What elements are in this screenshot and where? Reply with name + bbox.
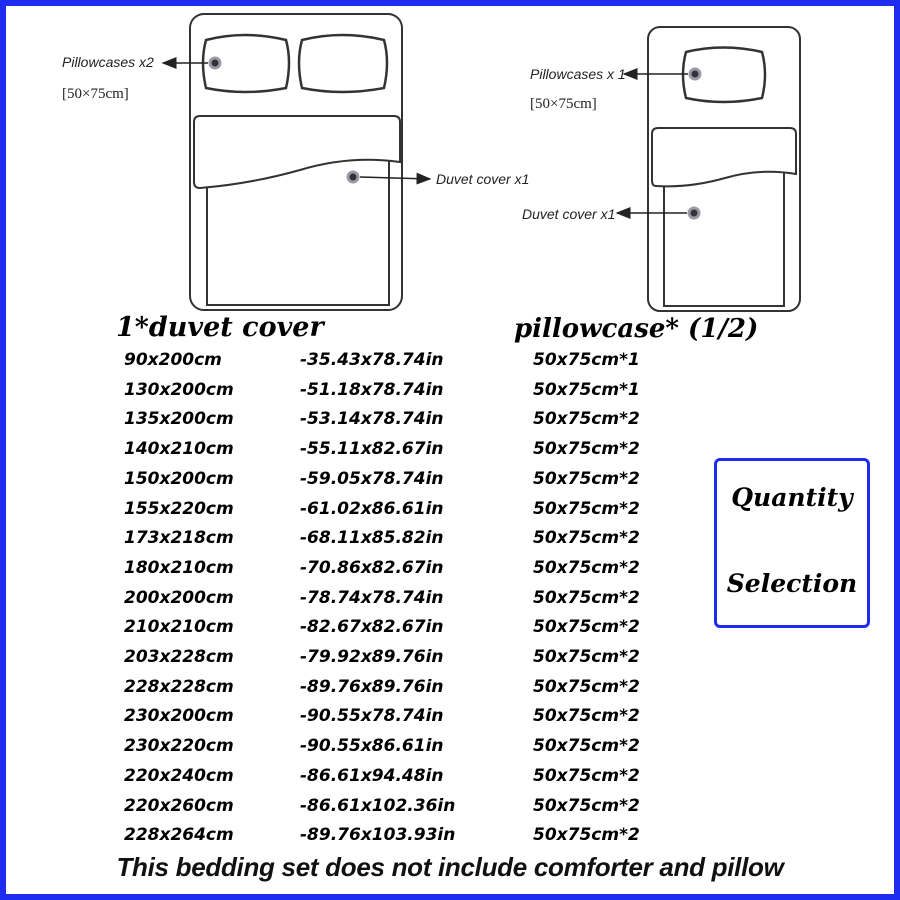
single-bed-duvet-label: Duvet cover x1 [522, 206, 615, 222]
size-row: 210x210cm -82.67x82.67in 50x75cm*2 [0, 617, 700, 645]
size-cm: 130x200cm [124, 379, 234, 400]
size-inches: -90.55x86.61in [300, 736, 444, 757]
size-inches: -79.92x89.76in [300, 647, 444, 667]
pillowcase-count: 50x75cm*2 [533, 825, 640, 846]
size-row: 220x240cm -86.61x94.48in 50x75cm*2 [0, 766, 700, 794]
size-cm: 135x200cm [124, 409, 234, 430]
double-bed-pillow-size: [50×75cm] [62, 86, 129, 102]
size-inches: -53.14x78.74in [300, 409, 444, 430]
pillowcase-count: 50x75cm*2 [533, 706, 640, 727]
duvet-heading: 1*duvet cover [116, 312, 324, 343]
pillowcase-count: 50x75cm*2 [533, 647, 640, 667]
size-row: 135x200cm -53.14x78.74in 50x75cm*2 [0, 409, 700, 437]
pillowcase-count: 50x75cm*2 [533, 557, 640, 578]
bed-diagram: Pillowcases x2 [50×75cm] Duvet cover x1 … [62, 13, 801, 312]
size-cm: 220x240cm [124, 765, 234, 786]
size-cm: 210x210cm [124, 617, 234, 638]
size-row: 173x218cm -68.11x85.82in 50x75cm*2 [0, 528, 700, 556]
pillowcase-heading: pillowcase* (1/2) [514, 314, 759, 344]
single-bed-duvet-fold [651, 127, 797, 188]
size-cm: 140x210cm [124, 439, 234, 460]
size-inches: -70.86x82.67in [300, 557, 444, 578]
pillowcase-count: 50x75cm*1 [533, 379, 640, 400]
size-inches: -89.76x103.93in [300, 825, 456, 846]
pillowcase-count: 50x75cm*2 [533, 617, 640, 638]
size-cm: 90x200cm [124, 350, 222, 370]
double-bed-pillow-marker [208, 56, 222, 70]
quantity-label: Quantity [731, 483, 853, 512]
size-cm: 180x210cm [124, 557, 234, 578]
single-bed-pillow [681, 46, 767, 104]
size-inches: -59.05x78.74in [300, 468, 444, 489]
pillowcase-count: 50x75cm*2 [533, 676, 640, 697]
single-bed-duvet-marker [687, 206, 701, 220]
pillowcase-count: 50x75cm*2 [533, 439, 640, 460]
pillowcase-count: 50x75cm*1 [533, 350, 640, 370]
pillowcase-count: 50x75cm*2 [533, 468, 640, 489]
size-row: 230x220cm -90.55x86.61in 50x75cm*2 [0, 736, 700, 764]
size-inches: -82.67x82.67in [300, 617, 444, 638]
pillowcase-count: 50x75cm*2 [533, 795, 640, 816]
pillowcase-count: 50x75cm*2 [533, 498, 640, 519]
size-row: 155x220cm -61.02x86.61in 50x75cm*2 [0, 499, 700, 527]
size-row: 228x264cm -89.76x103.93in 50x75cm*2 [0, 825, 700, 853]
size-cm: 155x220cm [124, 498, 234, 519]
size-inches: -68.11x85.82in [300, 528, 444, 549]
size-inches: -61.02x86.61in [300, 498, 444, 519]
size-inches: -78.74x78.74in [300, 587, 444, 608]
pillowcase-count: 50x75cm*2 [533, 528, 640, 549]
pillowcase-count: 50x75cm*2 [533, 736, 640, 757]
size-row: 150x200cm -59.05x78.74in 50x75cm*2 [0, 469, 700, 497]
size-inches: -51.18x78.74in [300, 379, 444, 400]
double-bed-duvet-fold [193, 115, 401, 190]
size-cm: 220x260cm [124, 795, 234, 816]
size-inches: -89.76x89.76in [300, 676, 444, 697]
size-row: 180x210cm -70.86x82.67in 50x75cm*2 [0, 558, 700, 586]
size-row: 90x200cm -35.43x78.74in 50x75cm*1 [0, 350, 700, 378]
double-bed-pillow-right [297, 33, 389, 94]
size-cm: 230x200cm [124, 706, 234, 727]
size-row: 230x200cm -90.55x78.74in 50x75cm*2 [0, 706, 700, 734]
size-row: 203x228cm -79.92x89.76in 50x75cm*2 [0, 647, 700, 675]
size-inches: -86.61x94.48in [300, 765, 444, 786]
size-cm: 200x200cm [124, 587, 234, 608]
size-inches: -55.11x82.67in [300, 439, 444, 460]
size-row: 220x260cm -86.61x102.36in 50x75cm*2 [0, 796, 700, 824]
double-bed-duvet-marker [346, 170, 360, 184]
pillowcase-count: 50x75cm*2 [533, 587, 640, 608]
size-cm: 230x220cm [124, 736, 234, 757]
size-cm: 228x228cm [124, 676, 234, 697]
size-cm: 173x218cm [124, 528, 234, 549]
size-row: 200x200cm -78.74x78.74in 50x75cm*2 [0, 588, 700, 616]
double-bed-pillow-label: Pillowcases x2 [62, 54, 154, 70]
single-bed-pillow-label: Pillowcases x 1 [530, 66, 626, 82]
size-cm: 228x264cm [124, 825, 234, 846]
footer-note: This bedding set does not include comfor… [116, 852, 784, 882]
double-bed-duvet-label-text: Duvet cover x1 [436, 171, 529, 187]
selection-label: Selection [726, 569, 858, 598]
double-bed: Pillowcases x2 [50×75cm] Duvet cover x1 [62, 13, 529, 311]
size-cm: 203x228cm [124, 647, 234, 667]
size-row: 228x228cm -89.76x89.76in 50x75cm*2 [0, 677, 700, 705]
single-bed-pillow-size: [50×75cm] [530, 96, 597, 112]
quantity-selection-box: Quantity Selection [714, 458, 870, 628]
pillowcase-count: 50x75cm*2 [533, 409, 640, 430]
size-inches: -90.55x78.74in [300, 706, 444, 727]
size-inches: -35.43x78.74in [300, 350, 444, 370]
pillowcase-count: 50x75cm*2 [533, 765, 640, 786]
size-row: 130x200cm -51.18x78.74in 50x75cm*1 [0, 380, 700, 408]
double-bed-pillow-left [201, 33, 291, 94]
single-bed-pillow-marker [688, 67, 702, 81]
size-inches: -86.61x102.36in [300, 795, 456, 816]
size-row: 140x210cm -55.11x82.67in 50x75cm*2 [0, 439, 700, 467]
size-cm: 150x200cm [124, 468, 234, 489]
single-bed: Pillowcases x 1 [50×75cm] Duvet cover x1 [522, 26, 801, 312]
